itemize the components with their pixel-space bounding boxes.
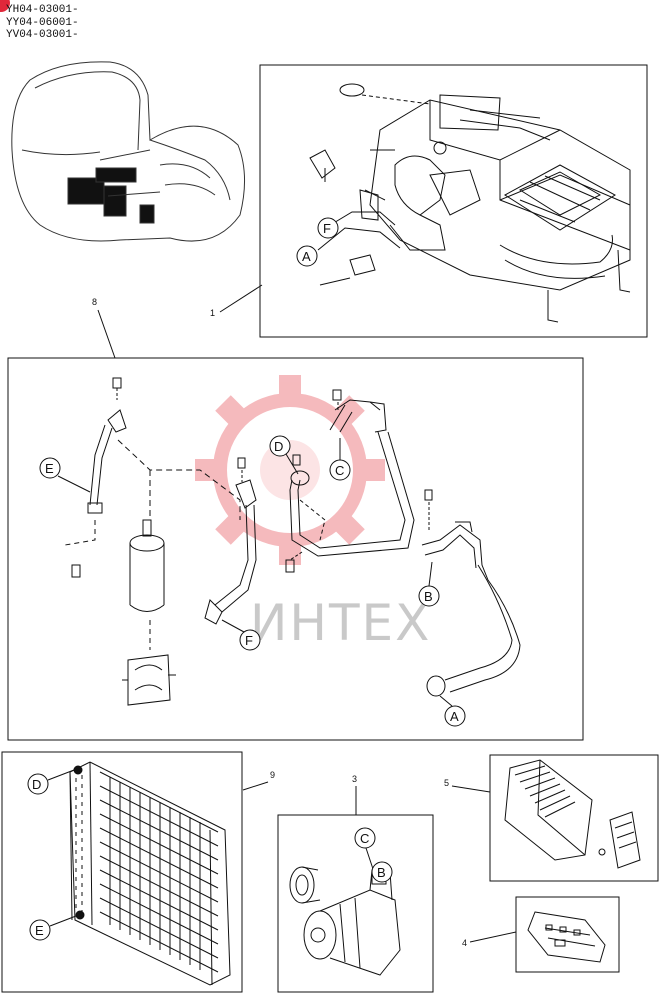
svg-text:B: B xyxy=(377,865,386,880)
svg-text:C: C xyxy=(335,463,344,478)
callout-9: 9 xyxy=(270,770,275,780)
connector-c-label-pipe: C xyxy=(329,438,351,481)
condenser-drawing xyxy=(69,761,231,986)
svg-text:D: D xyxy=(32,777,41,792)
compressor-drawing xyxy=(289,866,401,976)
connector-e-label-condenser: E xyxy=(29,915,77,941)
connector-d-label-condenser: D xyxy=(27,769,75,795)
svg-text:A: A xyxy=(450,709,459,724)
callout-5-leader xyxy=(451,785,491,793)
heater-unit-panel xyxy=(259,64,648,338)
callout-4-leader xyxy=(469,931,517,943)
callout-4: 4 xyxy=(462,938,467,948)
svg-text:E: E xyxy=(35,923,44,938)
svg-text:F: F xyxy=(323,221,331,236)
connector-a-label-pipe: A xyxy=(439,695,466,727)
callout-1: 1 xyxy=(210,308,215,318)
compressor-panel xyxy=(277,814,434,993)
watermark-gear-logo xyxy=(195,375,385,565)
svg-text:B: B xyxy=(424,589,433,604)
piping-drawing xyxy=(64,377,521,706)
callout-1-leader xyxy=(219,284,263,313)
piping-panel xyxy=(7,357,584,741)
control-panel-box xyxy=(515,896,620,973)
connector-d-label-pipe: D xyxy=(269,435,299,475)
callout-9-leader xyxy=(242,781,269,791)
connector-f-label: F xyxy=(317,217,339,239)
svg-text:C: C xyxy=(360,831,369,846)
serial-number: YV04-03001- xyxy=(6,29,79,41)
corner-marker xyxy=(0,0,10,12)
condenser-panel xyxy=(1,751,243,993)
svg-text:A: A xyxy=(302,249,311,264)
connector-b-label-compressor: B xyxy=(371,861,393,883)
svg-text:F: F xyxy=(245,633,253,648)
callout-3: 3 xyxy=(352,774,357,784)
connector-b-label-pipe: B xyxy=(418,561,440,607)
svg-text:D: D xyxy=(274,439,283,454)
filter-drawing xyxy=(504,759,641,869)
filter-panel xyxy=(489,754,659,882)
heater-unit-drawing xyxy=(309,83,631,323)
watermark-text: ИНТЕХ xyxy=(250,594,431,652)
callout-5: 5 xyxy=(444,778,449,788)
control-panel-drawing xyxy=(527,911,606,963)
callout-8-leader xyxy=(97,309,116,359)
svg-text:E: E xyxy=(45,461,54,476)
connector-f-label-pipe: F xyxy=(221,619,261,651)
serial-number-list: YH04-03001- YY04-06001- YV04-03001- xyxy=(6,4,79,42)
callout-8: 8 xyxy=(92,297,97,307)
cab-location-thumbnail xyxy=(11,61,246,242)
connector-e-label-pipe: E xyxy=(39,457,91,493)
connector-c-label-compressor: C xyxy=(354,827,376,873)
serial-number: YY04-06001- xyxy=(6,16,79,29)
connector-a-label: A xyxy=(296,245,318,267)
serial-number: YH04-03001- xyxy=(6,4,79,16)
